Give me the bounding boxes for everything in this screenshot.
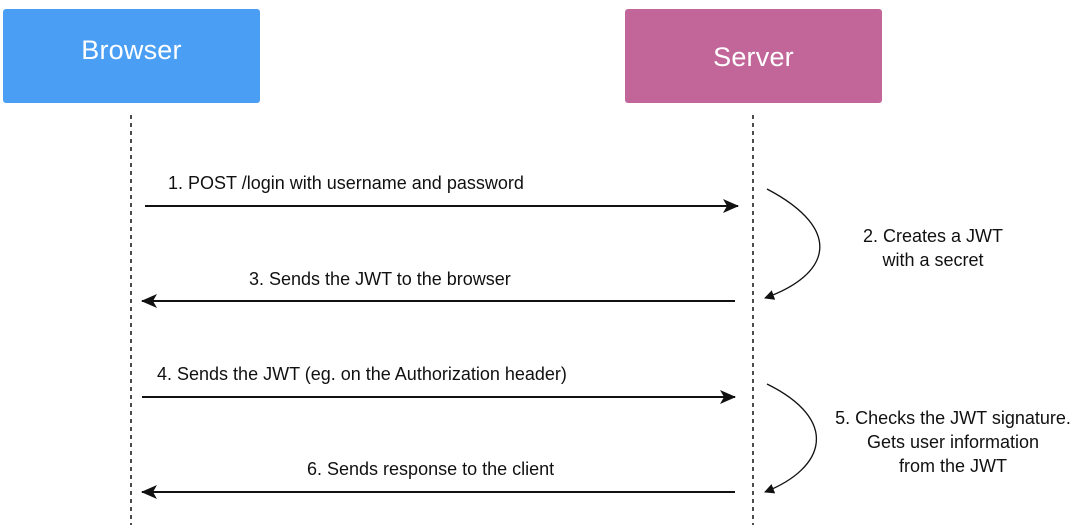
server-actor-label: Server — [713, 41, 794, 72]
browser-actor-label: Browser — [81, 34, 182, 65]
message-label-1: 1. POST /login with username and passwor… — [168, 173, 524, 193]
note-5-line-3: from the JWT — [898, 456, 1007, 476]
self-call-curve-2 — [764, 188, 821, 300]
browser-actor-box: Browser — [3, 9, 260, 103]
note-5-line-1: 5. Checks the JWT signature. — [835, 408, 1071, 428]
note-creates-jwt: 2. Creates a JWT with a secret — [848, 224, 1018, 272]
server-actor-box: Server — [625, 9, 882, 103]
note-5-line-2: Gets user information — [866, 432, 1040, 452]
note-2-line-1: 2. Creates a JWT — [862, 226, 1004, 246]
note-2-line-2: with a secret — [882, 250, 984, 270]
self-call-curve-5 — [764, 383, 818, 494]
message-label-6: 6. Sends response to the client — [307, 459, 555, 479]
message-label-4: 4. Sends the JWT (eg. on the Authorizati… — [157, 364, 567, 384]
message-label-3: 3. Sends the JWT to the browser — [249, 269, 511, 289]
note-checks-jwt: 5. Checks the JWT signature. Gets user i… — [820, 406, 1086, 478]
